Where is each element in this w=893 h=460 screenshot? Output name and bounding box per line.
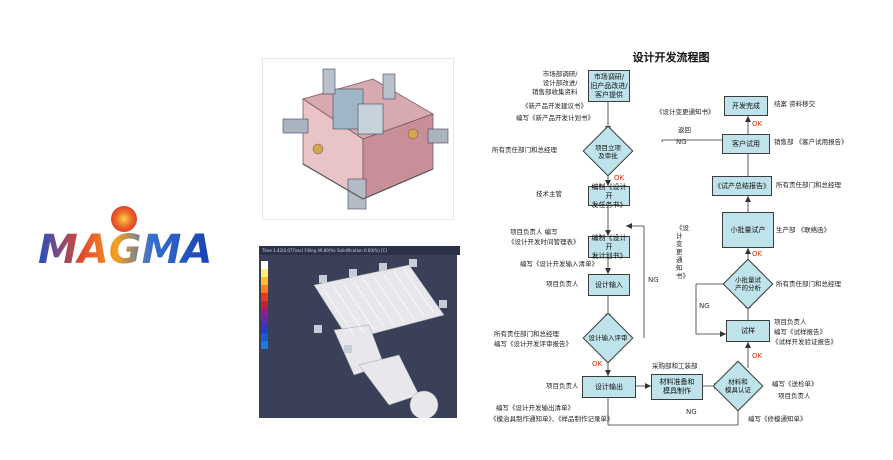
plan-box-label: 编制《设计开 发计划书》	[591, 233, 627, 260]
note-vertical-notice: 《设计变更通知书》	[676, 224, 689, 280]
note-market-left: 市场部调研/ 设计部改进/ 销售部收集资料	[532, 70, 578, 96]
design-input-box: 设计输入	[588, 274, 630, 296]
complete-box-label: 开发完成	[732, 101, 760, 110]
market-box: 市场调研/ 旧产品改进/ 客户提供	[588, 70, 630, 102]
simulation-header: Time 3.42(0.077sec) Filling 49.80(%) Sol…	[259, 246, 460, 255]
note-mold-repair: 编写《修模通知单》	[748, 415, 807, 423]
note-send-sample: 编写《送检单》	[772, 380, 818, 388]
design-output-label: 设计输出	[595, 382, 623, 391]
note-output-2: 《模治具制作通知单》、《样品制作记录单》	[490, 415, 614, 423]
design-output-box: 设计输出	[582, 376, 636, 398]
approval-label: 项目立项 及审批	[595, 144, 621, 160]
note-pm-4: 项目负责人	[778, 392, 811, 400]
casting-simulation-image: Time 3.42(0.077sec) Filling 49.80(%) Sol…	[259, 246, 460, 418]
note-trial-report: 编写《试样报告》	[774, 328, 826, 336]
ng-label-1: NG	[648, 276, 659, 284]
note-input-list: 编写《设计开发输入清单》	[520, 260, 598, 268]
ng-label-2: NG	[686, 408, 697, 416]
note-pm-2: 项目负责人	[546, 382, 579, 390]
note-output-1: 编写《设计开发输出清单》	[496, 404, 574, 412]
design-input-label: 设计输入	[595, 280, 623, 289]
note-production: 生产部 《联络函》	[776, 226, 831, 234]
customer-trial-box: 客户试用	[722, 134, 770, 154]
material-cert-label: 材料和 模具认证	[725, 378, 751, 394]
note-tech-manager: 技术主管	[536, 190, 562, 198]
plan-box: 编制《设计开 发计划书》	[588, 233, 630, 260]
note-archive: 结案 资料移交	[774, 100, 816, 108]
note-trial-verify: 《试样开发验证报告》	[772, 338, 837, 346]
task-book-label: 编制《设计开 发任务书》	[591, 182, 627, 209]
customer-trial-label: 客户试用	[732, 139, 760, 148]
note-review-2: 编写《设计开发评审报告》	[494, 340, 572, 348]
summary-box-label: 《试产总结报告》	[714, 181, 770, 190]
note-purchase: 采购部和工装部	[652, 362, 698, 370]
note-managers-2: 所有责任部门和总经理	[776, 181, 841, 189]
note-pm-1: 项目负责人	[546, 280, 579, 288]
trial-box-label: 试样	[741, 326, 755, 335]
magma-logo: MAGMA	[36, 205, 212, 275]
material-box: 材料准备和 模具制作	[651, 374, 703, 400]
note-managers-3: 所有责任部门和总经理	[776, 280, 841, 288]
note-return: 返回	[678, 126, 691, 134]
ng-label-4: NG	[699, 302, 710, 310]
small-batch-label: 小批量试产	[730, 225, 766, 234]
note-change-notice: 《设计变更通知书》	[656, 108, 715, 116]
flowchart-title: 设计开发流程图	[632, 51, 710, 64]
note-pm-3: 项目负责人	[774, 318, 807, 326]
input-review-label: 设计输入评审	[588, 334, 628, 342]
note-review-1: 所有责任部门和总经理	[494, 330, 559, 338]
market-box-label: 市场调研/ 旧产品改进/ 客户提供	[590, 72, 628, 99]
trial-analysis-label: 小批量试 产的分析	[735, 276, 761, 292]
color-scale	[261, 261, 268, 349]
ok-label-5: OK	[752, 352, 763, 360]
material-box-label: 材料准备和 模具制作	[659, 378, 695, 395]
ok-label-2: OK	[592, 360, 603, 368]
note-sales: 销售部 《客户试用报告》	[774, 138, 848, 146]
ok-label-3: OK	[752, 120, 763, 128]
mold-3d-image	[262, 58, 454, 220]
logo-text: MAGMA	[38, 227, 211, 273]
small-batch-box: 小批量试产	[722, 212, 774, 248]
design-development-flowchart: 设计开发流程图	[486, 40, 856, 432]
complete-box: 开发完成	[724, 96, 768, 116]
note-plan-doc: 编写《新产品开发计划书》	[516, 114, 594, 122]
note-proposal: 《新产品开发建议书》	[522, 102, 587, 110]
ok-label-1: OK	[614, 174, 625, 182]
ng-label-3: NG	[676, 138, 687, 146]
note-plan-mgmt: 《设计开发时间管理表》	[508, 238, 580, 246]
note-pm-write: 项目负责人 编写	[510, 228, 558, 236]
ok-label-4: OK	[752, 250, 763, 258]
trial-box: 试样	[726, 320, 770, 342]
task-book-box: 编制《设计开 发任务书》	[588, 183, 630, 209]
logo-swirl	[111, 206, 137, 232]
summary-box: 《试产总结报告》	[712, 176, 772, 196]
note-managers-1: 所有责任部门和总经理	[492, 146, 557, 154]
